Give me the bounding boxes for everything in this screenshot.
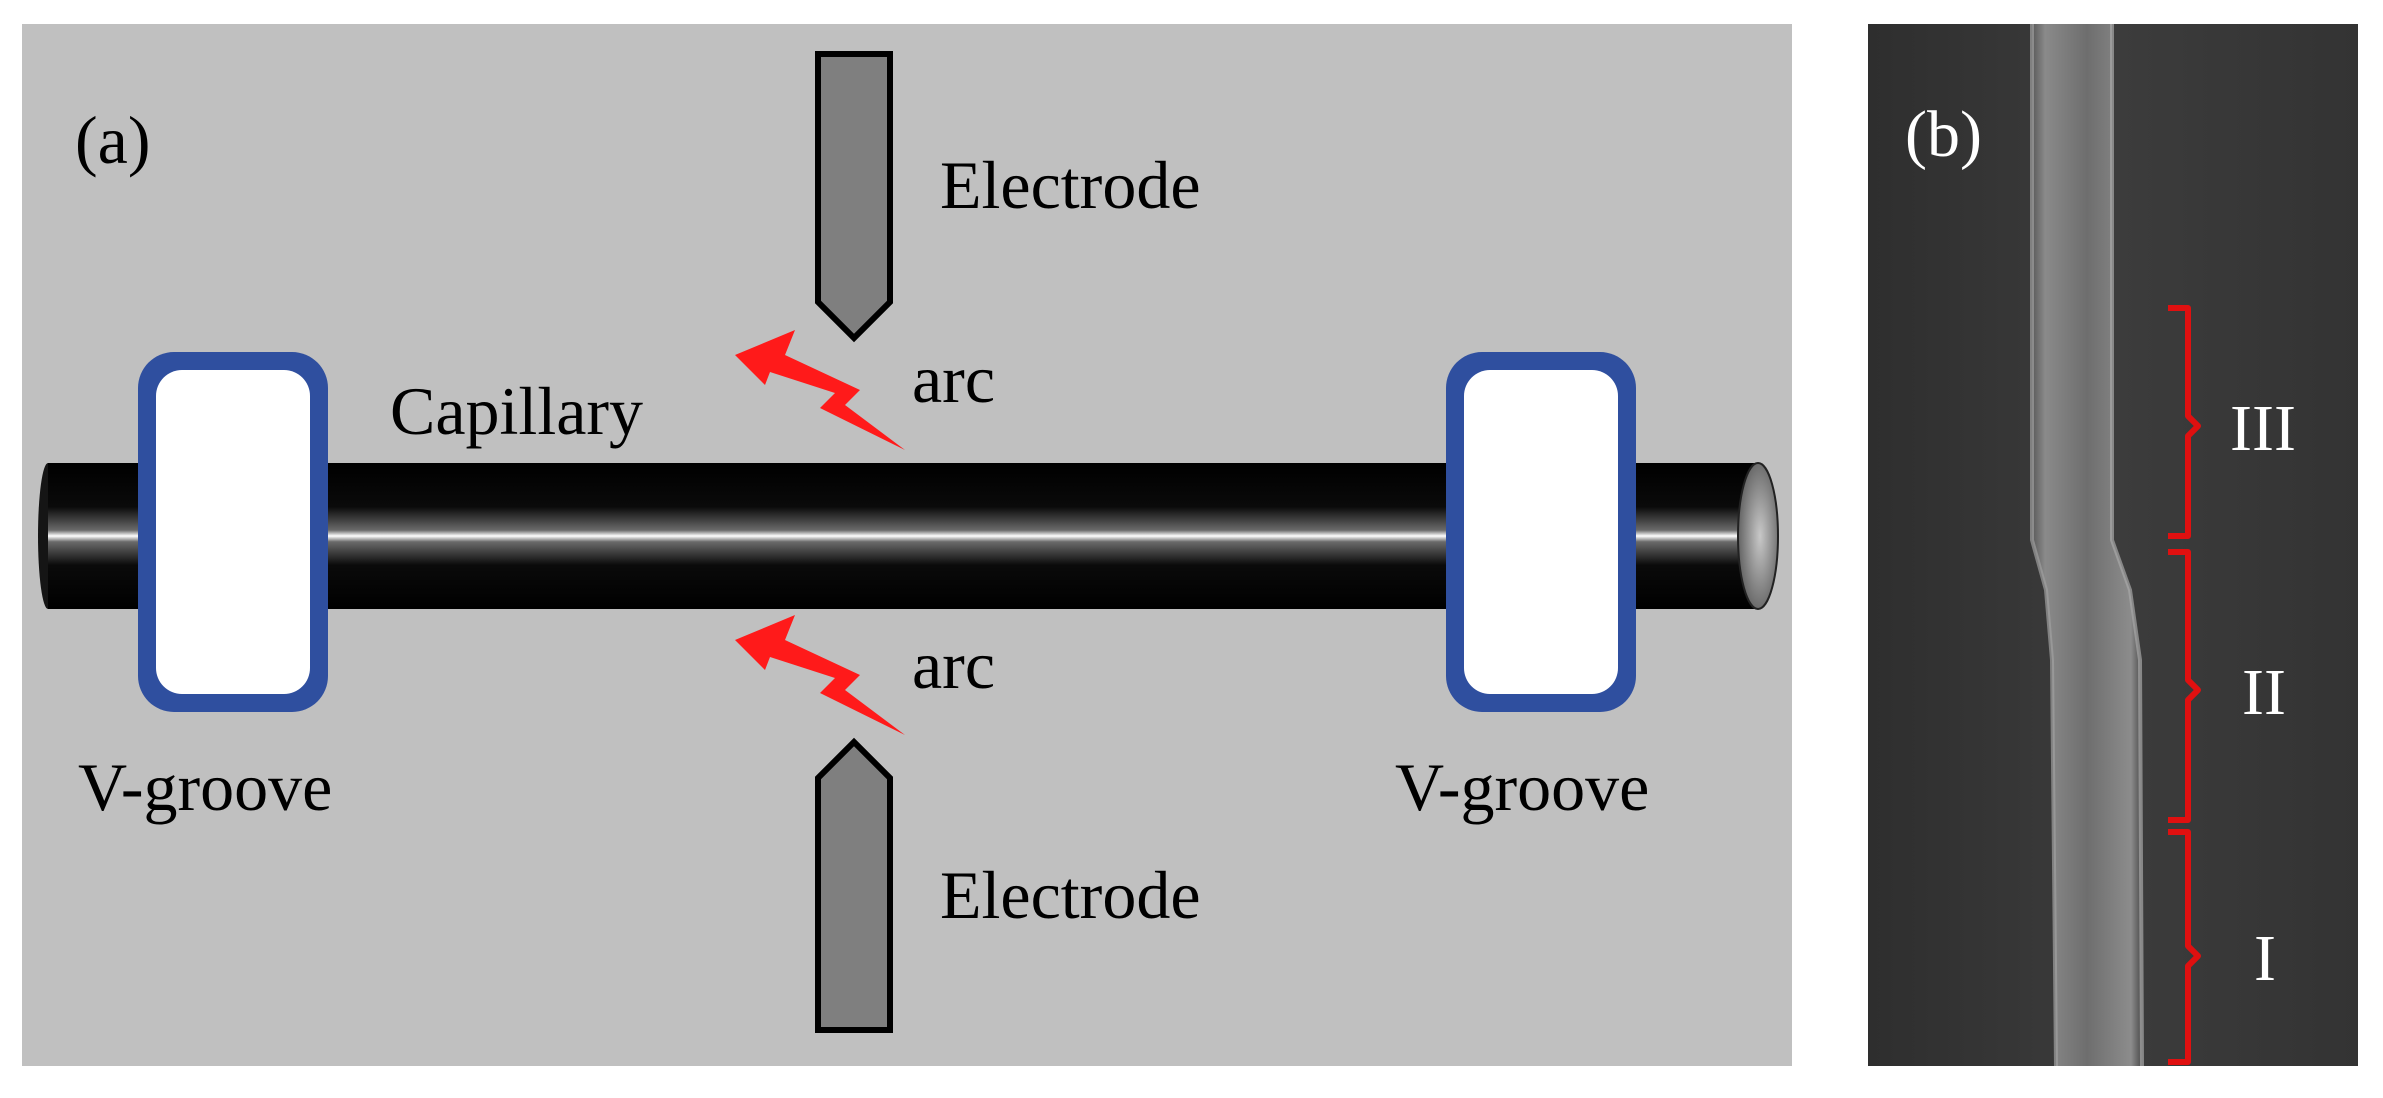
vgroove-right	[1446, 352, 1636, 712]
bracket-region-III	[2168, 305, 2201, 539]
vgroove-right-label: V-groove	[1395, 749, 1649, 825]
arc-top-lightning-icon	[735, 330, 905, 450]
region-brackets	[2168, 305, 2201, 1065]
panel-b: (b) III II I	[1868, 24, 2358, 1067]
region-III-label: III	[2230, 392, 2296, 465]
capillary-end-face	[1737, 462, 1779, 610]
arc-bottom-lightning-icon	[735, 615, 905, 735]
arc-bottom-label: arc	[912, 627, 995, 703]
vgroove-left	[138, 352, 328, 712]
panel-a-label: (a)	[75, 102, 150, 178]
panel-b-label: (b)	[1905, 98, 1982, 171]
region-II-label: II	[2242, 656, 2286, 729]
electrode-top	[815, 51, 893, 343]
arc-top-label: arc	[912, 341, 995, 417]
bracket-region-II	[2168, 549, 2201, 823]
electrode-bottom-label: Electrode	[940, 857, 1201, 933]
panel-a: (a) Electrode Electrode Capillary arc ar…	[22, 24, 1792, 1066]
vgroove-left-label: V-groove	[78, 749, 332, 825]
sem-fiber	[2032, 24, 2142, 1066]
region-I-label: I	[2254, 922, 2276, 995]
electrode-top-label: Electrode	[940, 147, 1201, 223]
capillary-label: Capillary	[390, 373, 643, 449]
electrode-bottom	[815, 737, 893, 1033]
bracket-region-I	[2168, 829, 2201, 1065]
